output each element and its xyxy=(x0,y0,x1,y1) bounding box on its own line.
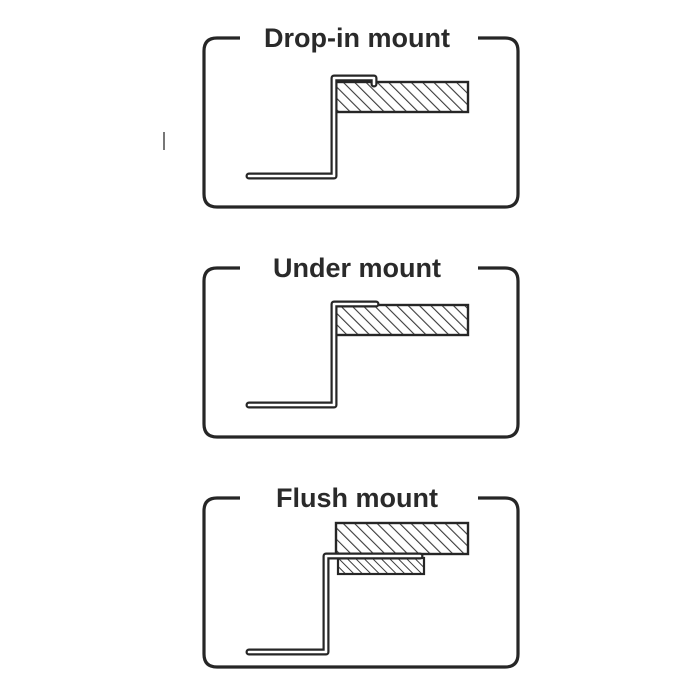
panel-title: Under mount xyxy=(273,253,441,283)
panel-frame xyxy=(202,36,520,209)
panel-title: Drop-in mount xyxy=(264,23,450,53)
panel-frame xyxy=(202,496,520,669)
panel-under: Under mount xyxy=(202,253,520,439)
countertop-section xyxy=(334,80,470,114)
panel-frame xyxy=(202,266,520,439)
sink-profile xyxy=(245,300,380,409)
support-rail-section xyxy=(336,556,426,576)
sink-profile xyxy=(245,552,424,656)
panel-flush: Flush mount xyxy=(202,483,520,669)
countertop-section xyxy=(334,303,470,337)
panel-drop-in: Drop-in mount xyxy=(202,23,520,209)
panel-title: Flush mount xyxy=(276,483,438,513)
sink-profile xyxy=(245,74,378,180)
countertop-section xyxy=(334,521,470,556)
